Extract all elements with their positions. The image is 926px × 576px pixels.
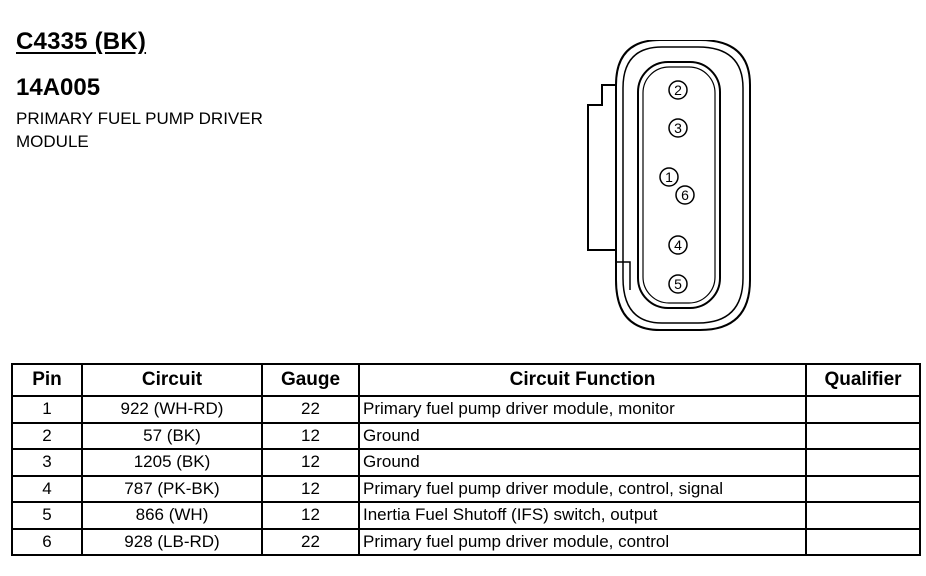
pin-1-marker xyxy=(659,167,679,187)
connector-housing-outer xyxy=(615,40,751,331)
cell-function: Primary fuel pump driver module, monitor xyxy=(358,395,807,424)
pin-5-label: 5 xyxy=(674,276,682,292)
pin-5-marker xyxy=(668,274,688,294)
cell-function: Primary fuel pump driver module, control… xyxy=(358,474,807,503)
cell-pin: 3 xyxy=(11,448,83,477)
connector-face-diagram: 2 3 1 6 4 5 xyxy=(587,40,751,331)
cell-circuit: 922 (WH-RD) xyxy=(81,395,263,424)
locking-tab-inner xyxy=(588,249,631,290)
connector-id: C4335 (BK) xyxy=(16,28,147,55)
table-row: 4 787 (PK-BK) 12 Primary fuel pump drive… xyxy=(11,474,921,503)
pin-4-label: 4 xyxy=(674,237,682,253)
component-description: PRIMARY FUEL PUMP DRIVER MODULE xyxy=(16,109,263,151)
cell-gauge: 22 xyxy=(261,395,360,424)
cell-function: Inertia Fuel Shutoff (IFS) switch, outpu… xyxy=(358,501,807,530)
pin-1-label: 1 xyxy=(665,169,673,185)
pin-2-marker xyxy=(668,80,688,100)
cell-qualifier xyxy=(805,501,921,530)
cell-qualifier xyxy=(805,527,921,556)
pin-cavity-inner xyxy=(642,66,716,304)
cell-gauge: 22 xyxy=(261,527,360,556)
cell-circuit: 57 (BK) xyxy=(81,421,263,450)
cell-qualifier xyxy=(805,395,921,424)
cell-circuit: 787 (PK-BK) xyxy=(81,474,263,503)
cell-gauge: 12 xyxy=(261,448,360,477)
header-circuit: Circuit xyxy=(81,363,263,397)
cell-function: Ground xyxy=(358,448,807,477)
cell-pin: 2 xyxy=(11,421,83,450)
table-row: 1 922 (WH-RD) 22 Primary fuel pump drive… xyxy=(11,395,921,424)
pin-3-marker xyxy=(668,118,688,138)
pin-4-marker xyxy=(668,235,688,255)
table-row: 6 928 (LB-RD) 22 Primary fuel pump drive… xyxy=(11,527,921,556)
pinout-table: Pin Circuit Gauge Circuit Function Quali… xyxy=(11,363,921,556)
cell-pin: 4 xyxy=(11,474,83,503)
cell-circuit: 928 (LB-RD) xyxy=(81,527,263,556)
table-row: 2 57 (BK) 12 Ground xyxy=(11,421,921,450)
cell-circuit: 1205 (BK) xyxy=(81,448,263,477)
table-row: 3 1205 (BK) 12 Ground xyxy=(11,448,921,477)
cell-circuit: 866 (WH) xyxy=(81,501,263,530)
cell-gauge: 12 xyxy=(261,474,360,503)
pin-2-label: 2 xyxy=(674,82,682,98)
part-number: 14A005 xyxy=(16,74,101,101)
cell-qualifier xyxy=(805,421,921,450)
cell-gauge: 12 xyxy=(261,501,360,530)
pin-3-label: 3 xyxy=(674,120,682,136)
header-qualifier: Qualifier xyxy=(805,363,921,397)
header-gauge: Gauge xyxy=(261,363,360,397)
locking-tab xyxy=(587,84,616,251)
cell-pin: 1 xyxy=(11,395,83,424)
connector-housing-inner xyxy=(622,46,744,324)
table-header-row: Pin Circuit Gauge Circuit Function Quali… xyxy=(11,363,921,397)
pin-cavity xyxy=(637,61,721,309)
header-circuit-function: Circuit Function xyxy=(358,363,807,397)
header-pin: Pin xyxy=(11,363,83,397)
cell-function: Primary fuel pump driver module, control xyxy=(358,527,807,556)
table-row: 5 866 (WH) 12 Inertia Fuel Shutoff (IFS)… xyxy=(11,501,921,530)
cell-qualifier xyxy=(805,448,921,477)
cell-gauge: 12 xyxy=(261,421,360,450)
pin-6-label: 6 xyxy=(681,187,689,203)
cell-pin: 6 xyxy=(11,527,83,556)
cell-pin: 5 xyxy=(11,501,83,530)
pin-6-marker xyxy=(675,185,695,205)
cell-qualifier xyxy=(805,474,921,503)
cell-function: Ground xyxy=(358,421,807,450)
